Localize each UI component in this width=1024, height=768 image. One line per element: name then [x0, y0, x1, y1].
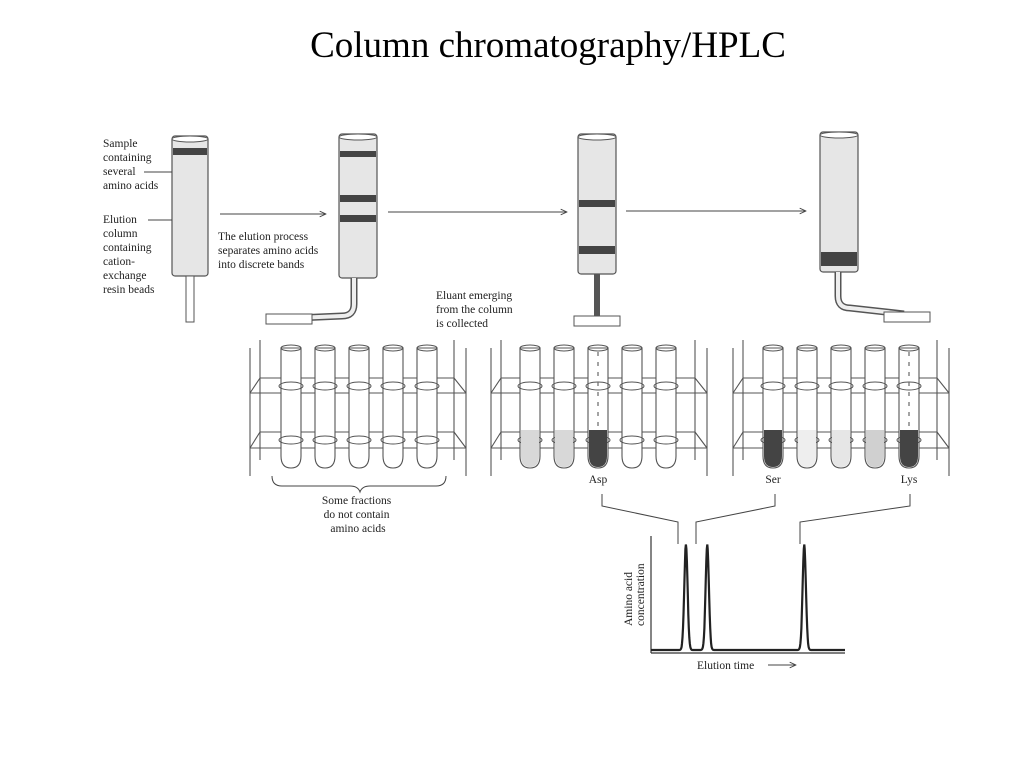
test-tube — [551, 344, 577, 469]
test-tube — [653, 344, 679, 469]
asp-label: Asp — [589, 474, 608, 486]
chart-x-label: Elution time — [697, 660, 754, 672]
test-tube — [346, 344, 372, 469]
test-tube — [312, 344, 338, 469]
rack-3 — [732, 340, 950, 476]
test-tube — [278, 344, 304, 469]
column-3 — [577, 133, 617, 320]
test-tube — [585, 344, 611, 469]
test-tube — [862, 344, 888, 469]
rack-2 — [490, 340, 708, 476]
chart-peak-line — [651, 544, 845, 652]
column-label: Elution column containing cation- exchan… — [103, 214, 155, 296]
column-1-band — [173, 148, 207, 155]
rack-1 — [249, 340, 467, 476]
test-tube — [794, 344, 820, 469]
test-tube — [896, 344, 922, 469]
column-4 — [819, 131, 905, 318]
lys-connector — [799, 494, 911, 544]
fractions-brace — [271, 475, 447, 494]
chart-y-label: Amino acid concentration — [623, 563, 647, 626]
test-tube — [828, 344, 854, 469]
elution-chart: Amino acid concentration Elution time — [623, 536, 845, 672]
slide-title: Column chromatography/HPLC — [310, 25, 786, 66]
test-tube — [619, 344, 645, 469]
lys-label: Lys — [901, 474, 918, 486]
ser-label: Ser — [765, 474, 781, 486]
asp-connector — [601, 494, 679, 544]
process-label: The elution process separates amino acid… — [218, 231, 321, 271]
test-tube — [380, 344, 406, 469]
test-tube — [760, 344, 786, 469]
column-2 — [295, 133, 378, 322]
ser-connector — [695, 494, 776, 544]
eluant-label: Eluant emerging from the column is colle… — [436, 290, 516, 330]
sample-label: Sample containing several amino acids — [103, 138, 159, 192]
column-1 — [171, 135, 209, 323]
fractions-label: Some fractions do not contain amino acid… — [322, 495, 394, 535]
test-tube — [414, 344, 440, 469]
test-tube — [517, 344, 543, 469]
